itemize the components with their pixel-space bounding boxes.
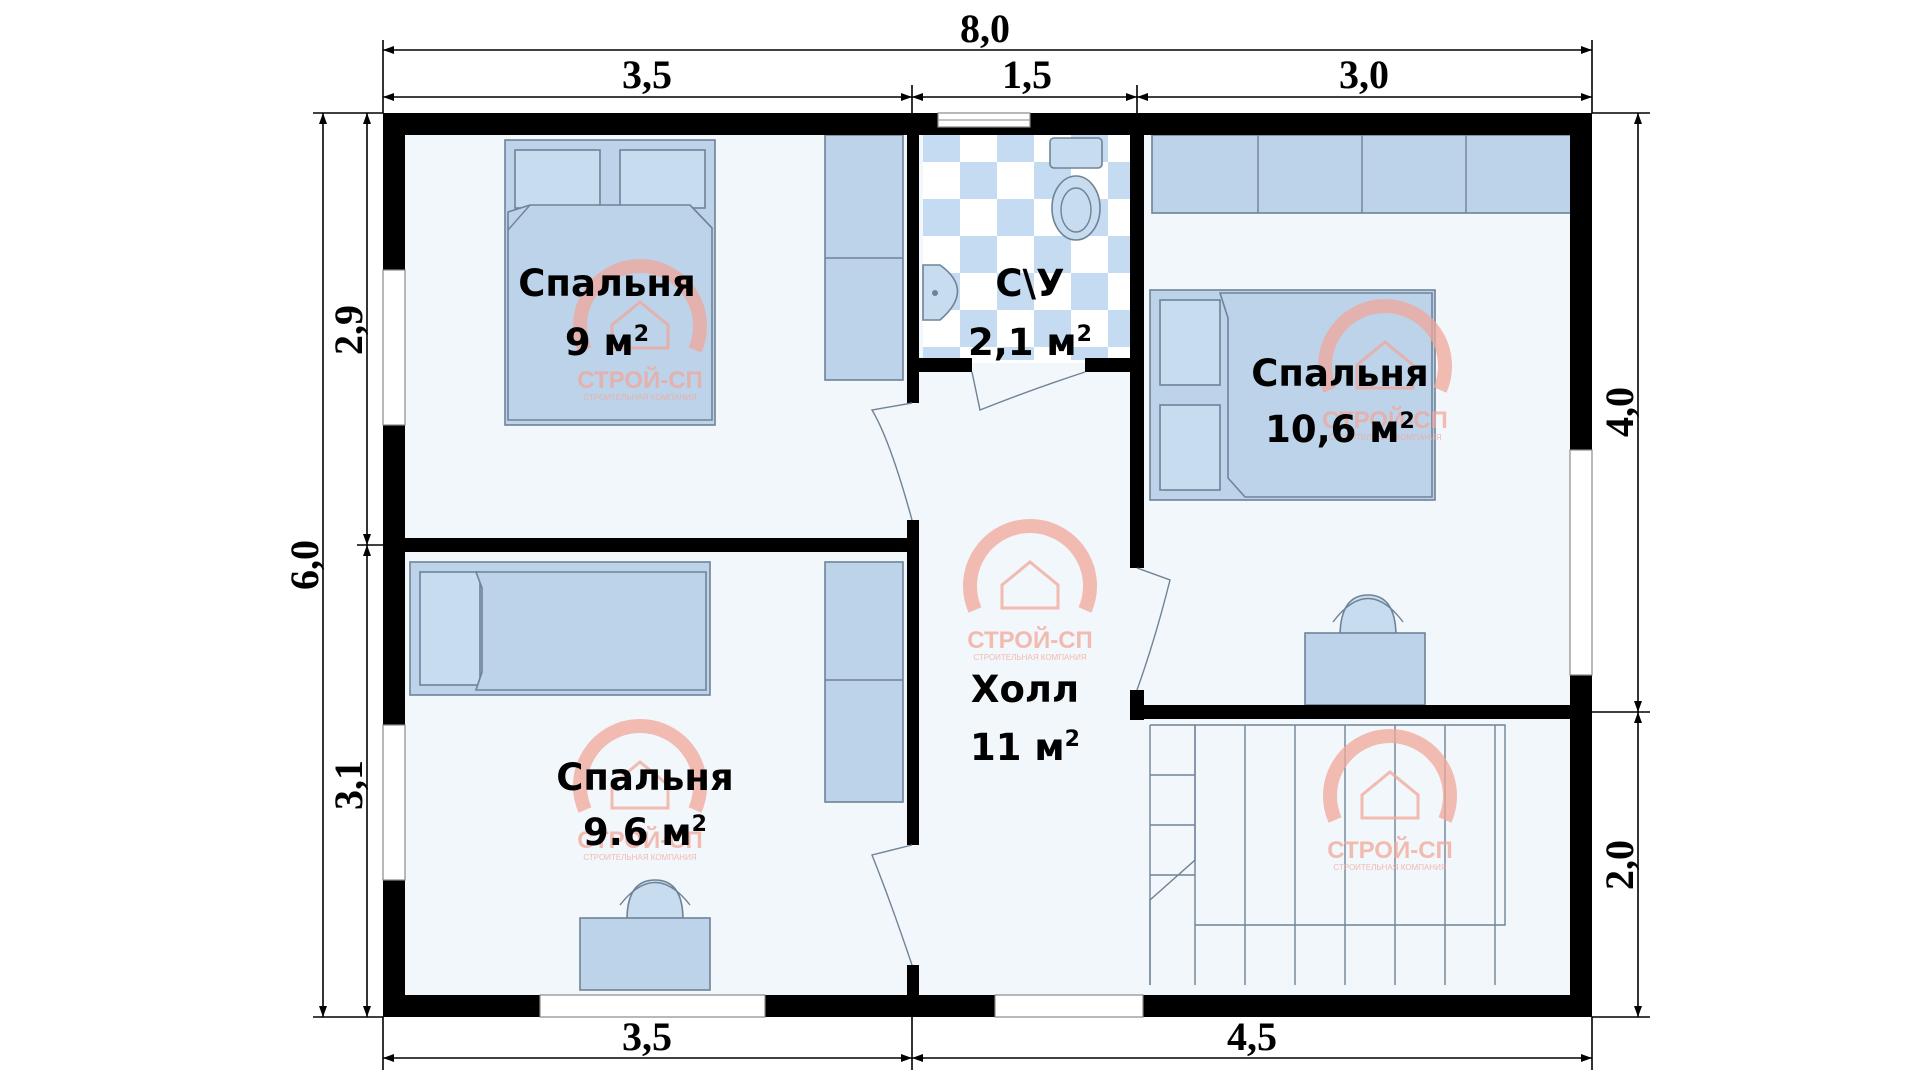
- dim-left-bottom: 3,1: [326, 760, 371, 810]
- dim-top-right: 3,0: [1339, 52, 1389, 97]
- room-area: 11 м2: [970, 726, 1080, 769]
- room-name: Спальня: [1251, 352, 1429, 395]
- room-area: 9.6 м2: [583, 811, 707, 854]
- watermark-tagline: СТРОИТЕЛЬНАЯ КОМПАНИЯ: [583, 853, 696, 862]
- watermark-tagline: СТРОИТЕЛЬНАЯ КОМПАНИЯ: [973, 653, 1086, 662]
- desk-icon: [1304, 594, 1426, 706]
- dim-right-bottom: 2,0: [1597, 840, 1642, 890]
- cabinet-row-icon: [1151, 134, 1581, 214]
- wardrobe-icon-2: [824, 561, 904, 803]
- room-name: Спальня: [518, 262, 696, 305]
- dim-bottom-right: 4,5: [1227, 1014, 1277, 1059]
- dim-right-top: 4,0: [1597, 387, 1642, 437]
- watermark-tagline: СТРОИТЕЛЬНАЯ КОМПАНИЯ: [1328, 433, 1441, 442]
- watermark-brand: СТРОЙ-СП: [577, 826, 703, 854]
- room-bedroom-2: Спальня 10,6 м2: [1251, 352, 1429, 451]
- dim-left-top: 2,9: [326, 305, 371, 355]
- room-bedroom-1: Спальня 9 м2: [518, 262, 696, 364]
- dim-top-left: 3,5: [622, 52, 672, 97]
- room-bathroom: С\У 2,1 м2: [968, 262, 1092, 364]
- dim-top-mid: 1,5: [1002, 52, 1052, 97]
- watermark-tagline: СТРОИТЕЛЬНАЯ КОМПАНИЯ: [1333, 863, 1446, 872]
- double-bed-icon-2: [1149, 289, 1436, 501]
- room-hall: Холл 11 м2: [970, 668, 1080, 769]
- room-name: Холл: [971, 668, 1079, 711]
- dim-top-total: 8,0: [960, 6, 1010, 51]
- windows: [382, 112, 1593, 1018]
- doors: [870, 371, 1171, 966]
- dim-bottom-left: 3,5: [622, 1014, 672, 1059]
- sink-icon: [922, 264, 959, 321]
- single-bed-icon: [409, 561, 711, 696]
- room-area: 10,6 м2: [1265, 408, 1415, 451]
- watermark-tagline: СТРОИТЕЛЬНАЯ КОМПАНИЯ: [583, 393, 696, 402]
- room-area: 9 м2: [565, 321, 649, 364]
- staircase: [1149, 724, 1506, 985]
- room-bedroom-3: Спальня 9.6 м2: [556, 756, 734, 854]
- watermark-brand: СТРОЙ-СП: [1327, 836, 1453, 864]
- room-name: Спальня: [556, 756, 734, 799]
- room-area: 2,1 м2: [968, 321, 1092, 364]
- dim-left-total: 6,0: [282, 540, 327, 590]
- watermark-brand: СТРОЙ-СП: [577, 366, 703, 394]
- toilet-icon: [1049, 137, 1103, 241]
- wardrobe-icon: [824, 134, 904, 381]
- watermark-brand: СТРОЙ-СП: [967, 626, 1093, 654]
- watermark-brand: СТРОЙ-СП: [1322, 406, 1448, 434]
- room-name: С\У: [995, 262, 1064, 305]
- desk-icon-2: [579, 879, 711, 991]
- dimension-lines: [313, 40, 1650, 1070]
